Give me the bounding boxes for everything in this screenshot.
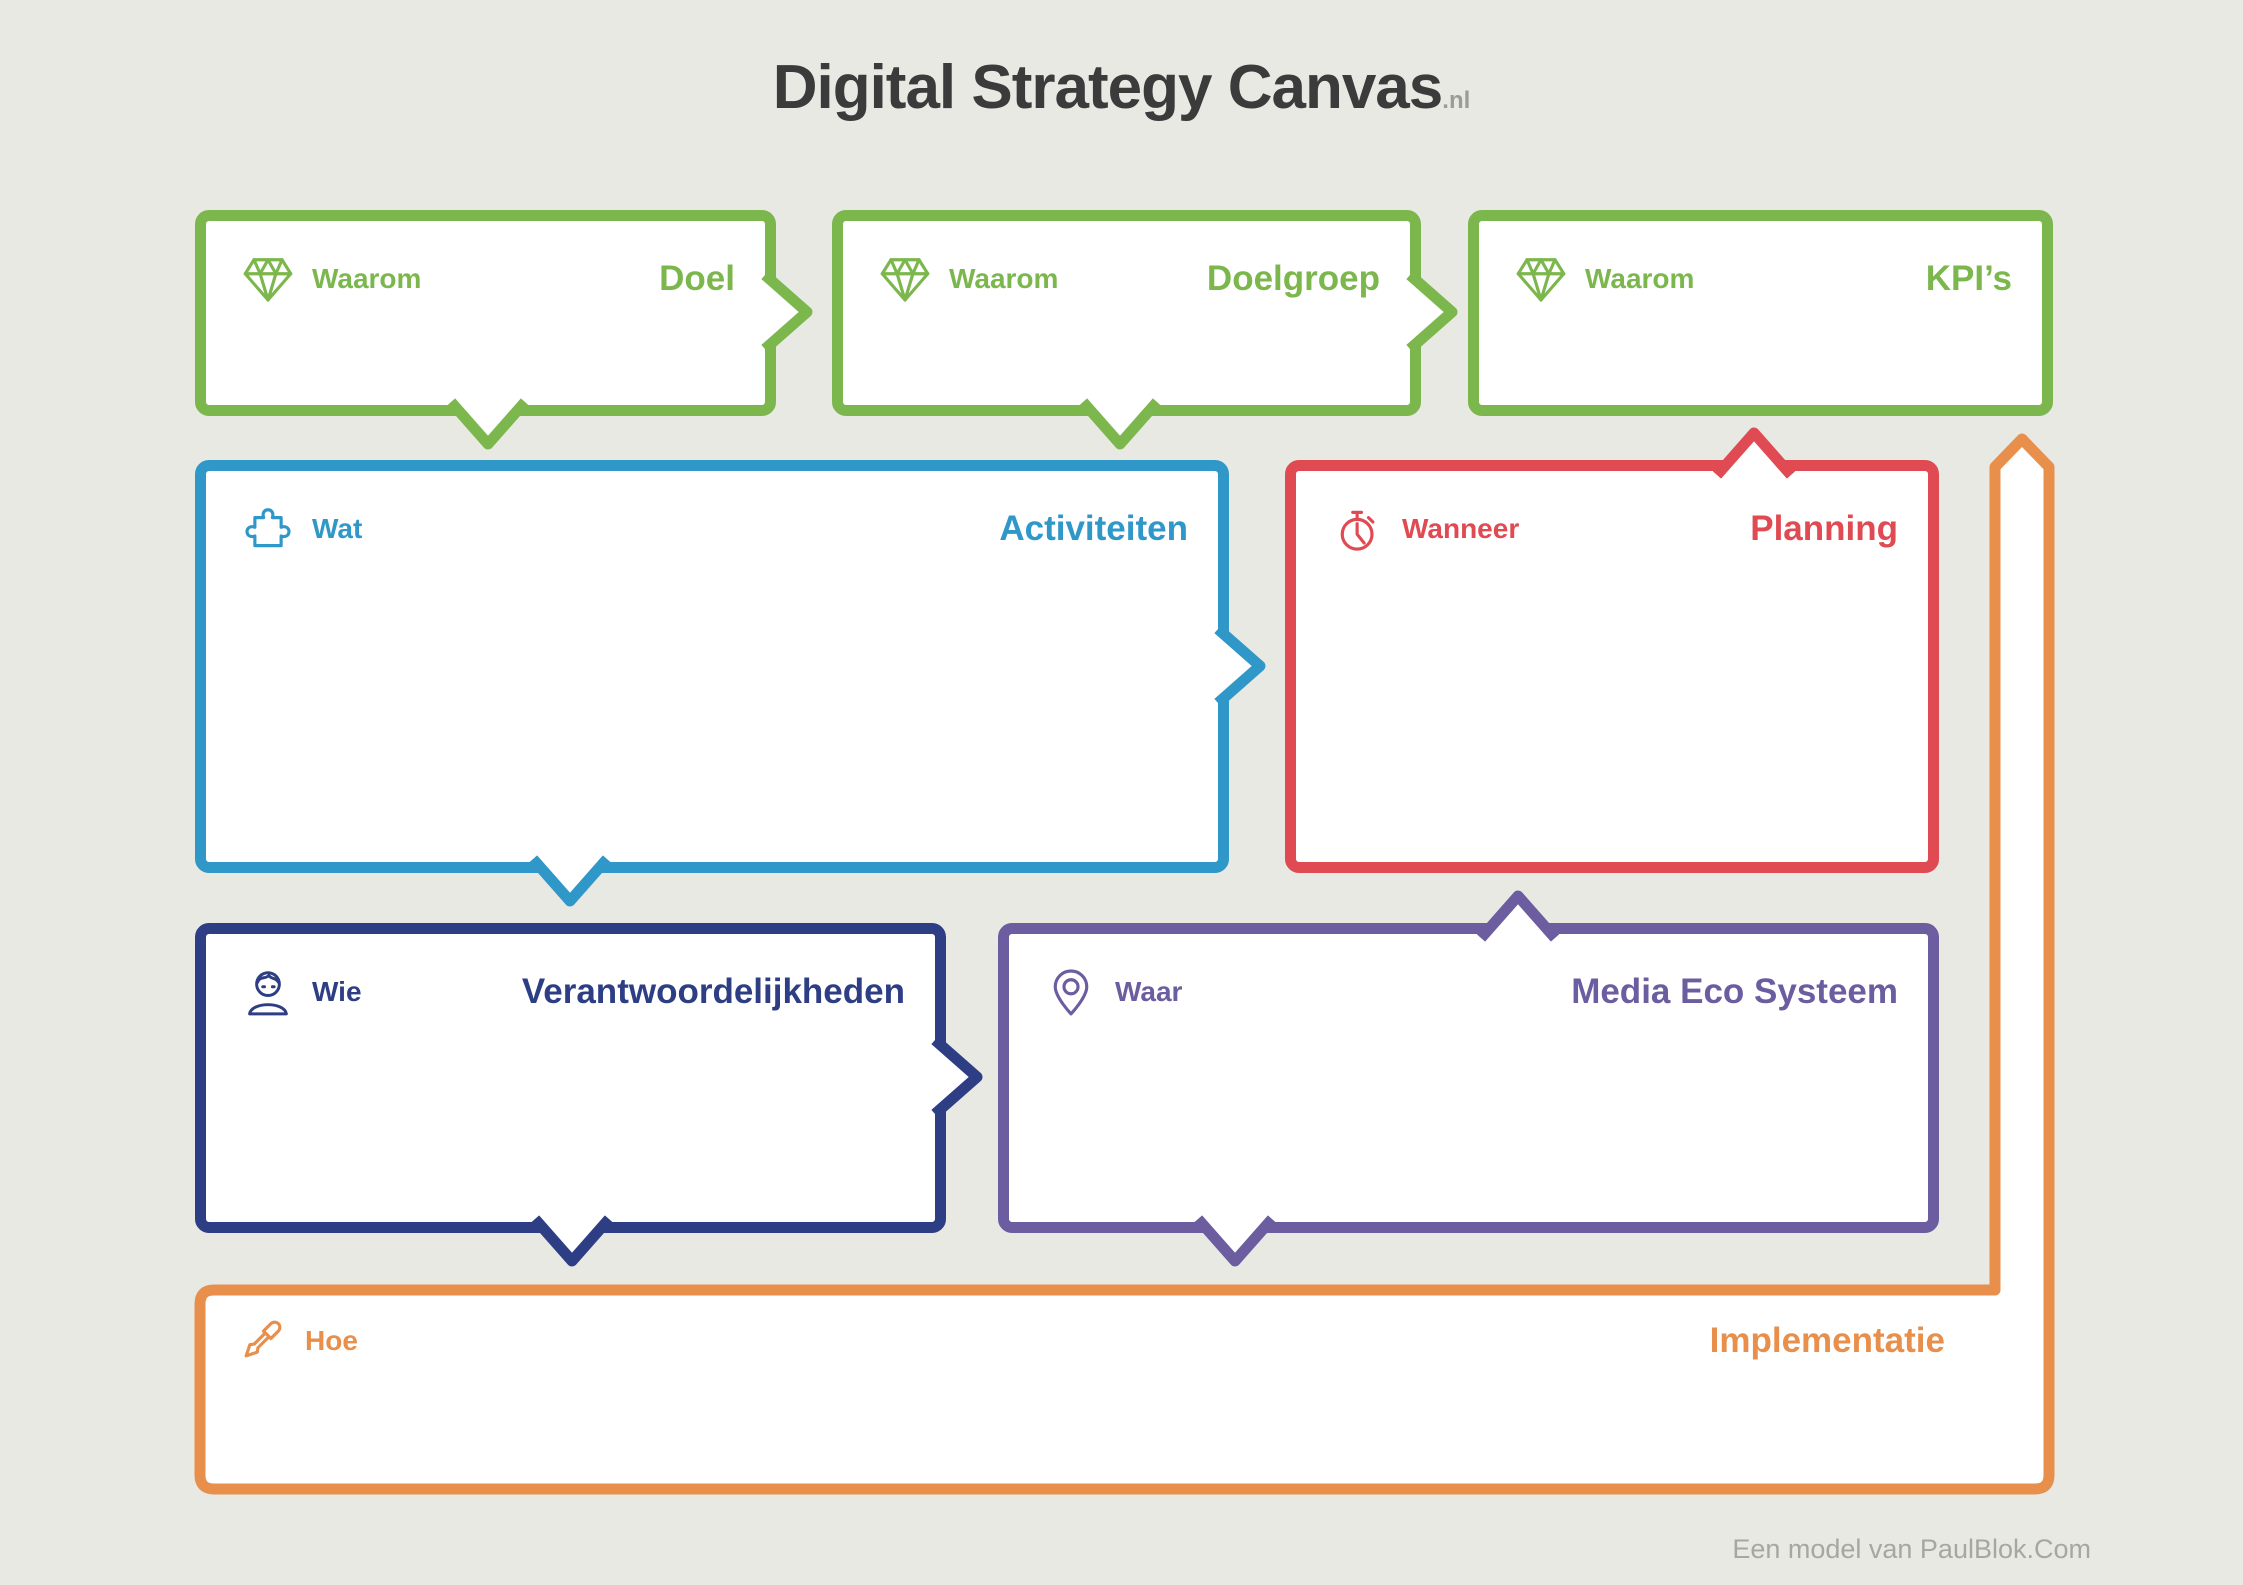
implementatie-question-label: Hoe [305, 1325, 358, 1356]
media-eco-systeem-header: Waar Media Eco Systeem [1009, 934, 1928, 1020]
kpis-question-label: Waarom [1585, 263, 1695, 294]
page-title-main: Digital Strategy Canvas [772, 53, 1444, 122]
media-eco-systeem-panel: Waar Media Eco Systeem [998, 923, 1939, 1233]
connector-up-icon [1476, 890, 1560, 942]
connector-down-icon [1078, 398, 1162, 450]
verantwoordelijkheden-title: Verantwoordelijkheden [521, 972, 905, 1011]
connector-right-icon [1406, 270, 1458, 354]
doel-header: Waarom Doel [206, 221, 765, 307]
stopwatch-icon [1340, 510, 1375, 551]
page-title-suffix: .nl [1442, 87, 1471, 114]
doelgroep-question-label: Waarom [949, 263, 1059, 294]
doel-title: Doel [659, 259, 735, 298]
doelgroep-panel: Waarom Doelgroep [832, 210, 1421, 416]
media-eco-systeem-question-label: Waar [1115, 976, 1183, 1007]
connector-down-icon [528, 855, 612, 907]
attribution-text: Een model van PaulBlok.Com [1732, 1534, 2091, 1564]
connector-down-icon [446, 398, 530, 450]
diamond-icon [1516, 258, 1566, 302]
diamond-icon [880, 258, 930, 302]
person-icon [248, 971, 288, 1016]
verantwoordelijkheden-question-label: Wie [312, 976, 362, 1007]
kpis-panel: Waarom KPI’s [1468, 210, 2053, 416]
connector-right-icon [1214, 624, 1266, 708]
planning-question-label: Wanneer [1402, 513, 1520, 544]
implementatie-header: Hoe Implementatie [233, 1313, 1945, 1369]
implementatie-panel [194, 433, 2055, 1495]
diamond-icon [243, 258, 293, 302]
location-pin-icon [1053, 969, 1089, 1016]
doel-question-label: Waarom [312, 263, 422, 294]
doelgroep-header: Waarom Doelgroep [843, 221, 1410, 307]
connector-down-icon [1193, 1215, 1277, 1267]
planning-header: Wanneer Planning [1296, 471, 1928, 557]
implementation-arrow-shape [194, 433, 2055, 1495]
planning-panel: Wanneer Planning [1285, 460, 1939, 873]
activiteiten-header: Wat Activiteiten [206, 471, 1218, 557]
puzzle-icon [245, 508, 291, 548]
connector-down-icon [530, 1215, 614, 1267]
planning-title: Planning [1750, 509, 1898, 548]
implementatie-title: Implementatie [1709, 1321, 1945, 1360]
media-eco-systeem-title: Media Eco Systeem [1571, 972, 1898, 1011]
activiteiten-question-label: Wat [312, 513, 363, 544]
doel-panel: Waarom Doel [195, 210, 776, 416]
verantwoordelijkheden-header: Wie Verantwoordelijkheden [206, 934, 935, 1020]
kpis-header: Waarom KPI’s [1479, 221, 2042, 307]
activiteiten-panel: Wat Activiteiten [195, 460, 1229, 873]
connector-right-icon [931, 1035, 983, 1119]
page-title: Digital Strategy Canvas.nl [0, 52, 2243, 123]
connector-right-icon [761, 270, 813, 354]
activiteiten-title: Activiteiten [999, 509, 1188, 548]
screwdriver-icon [244, 1320, 282, 1358]
verantwoordelijkheden-panel: Wie Verantwoordelijkheden [195, 923, 946, 1233]
doelgroep-title: Doelgroep [1206, 259, 1380, 298]
kpis-title: KPI’s [1925, 259, 2012, 298]
connector-up-icon [1712, 427, 1796, 479]
